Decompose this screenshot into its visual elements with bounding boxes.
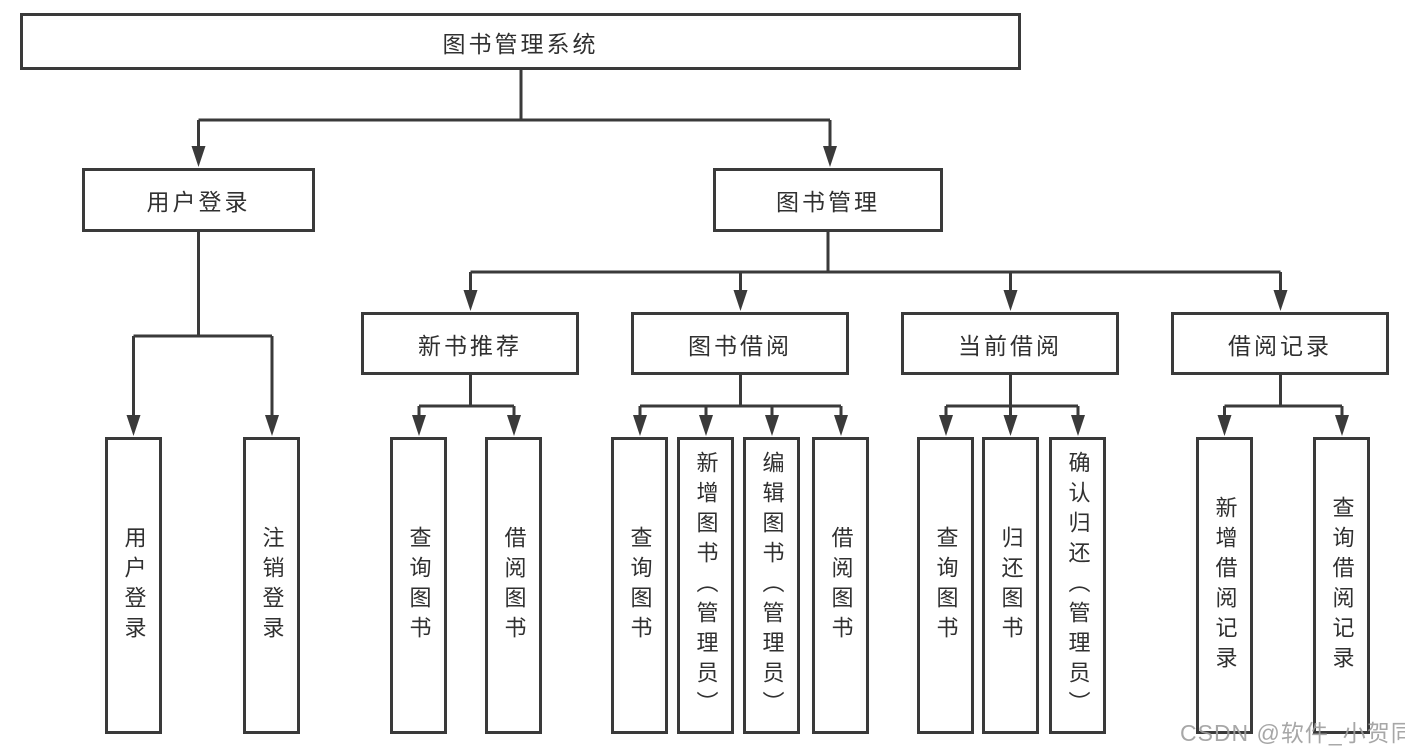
connector-new-books xyxy=(417,375,516,415)
leaf-borrowing-edit-admin: 编辑图书（管理员） xyxy=(743,437,800,734)
arrow-icon xyxy=(1217,415,1232,436)
node-book-borrowing: 图书借阅 xyxy=(631,312,849,375)
leaf-user-login: 用户登录 xyxy=(105,437,162,734)
leaf-borrowing-add-admin: 新增图书（管理员） xyxy=(677,437,734,734)
arrow-icon xyxy=(733,290,748,311)
leaf-records-add: 新增借阅记录 xyxy=(1196,437,1253,734)
arrow-icon xyxy=(191,146,206,167)
leaf-current-query: 查询图书 xyxy=(917,437,974,734)
arrow-icon xyxy=(265,415,279,436)
connector-book-management xyxy=(469,232,1282,290)
arrow-icon xyxy=(507,415,521,436)
arrow-icon xyxy=(1003,290,1018,311)
leaf-new-books-query: 查询图书 xyxy=(390,437,447,734)
connector-user-login xyxy=(132,232,274,415)
node-book-management: 图书管理 xyxy=(713,168,943,232)
arrow-icon xyxy=(1273,290,1288,311)
arrow-icon xyxy=(939,415,953,436)
node-new-books: 新书推荐 xyxy=(361,312,579,375)
arrow-icon xyxy=(1071,415,1085,436)
arrow-icon xyxy=(765,415,779,436)
node-user-login: 用户登录 xyxy=(82,168,315,232)
arrow-icon xyxy=(834,415,848,436)
node-root: 图书管理系统 xyxy=(20,13,1021,70)
leaf-borrowing-query: 查询图书 xyxy=(611,437,668,734)
leaf-borrowing-borrow: 借阅图书 xyxy=(812,437,869,734)
arrow-icon xyxy=(823,146,837,167)
leaf-records-query: 查询借阅记录 xyxy=(1313,437,1370,734)
node-borrowing-records: 借阅记录 xyxy=(1171,312,1389,375)
leaf-current-return: 归还图书 xyxy=(982,437,1039,734)
leaf-current-confirm-return-admin: 确认归还（管理员） xyxy=(1049,437,1106,734)
connector-book-borrowing xyxy=(638,375,843,415)
connector-root xyxy=(197,70,832,146)
arrow-icon xyxy=(1003,415,1018,436)
leaf-logout: 注销登录 xyxy=(243,437,300,734)
arrow-icon xyxy=(463,290,478,311)
arrow-icon xyxy=(1335,415,1349,436)
connector-current-borrowing xyxy=(944,375,1080,415)
arrow-icon xyxy=(126,415,141,436)
leaf-new-books-borrow: 借阅图书 xyxy=(485,437,542,734)
arrow-icon xyxy=(412,415,426,436)
connector-borrowing-records xyxy=(1223,375,1344,415)
arrow-icon xyxy=(633,415,647,436)
watermark: CSDN @软件_小贺同学 xyxy=(1180,720,1405,746)
arrow-icon xyxy=(699,415,713,436)
node-current-borrowing: 当前借阅 xyxy=(901,312,1119,375)
